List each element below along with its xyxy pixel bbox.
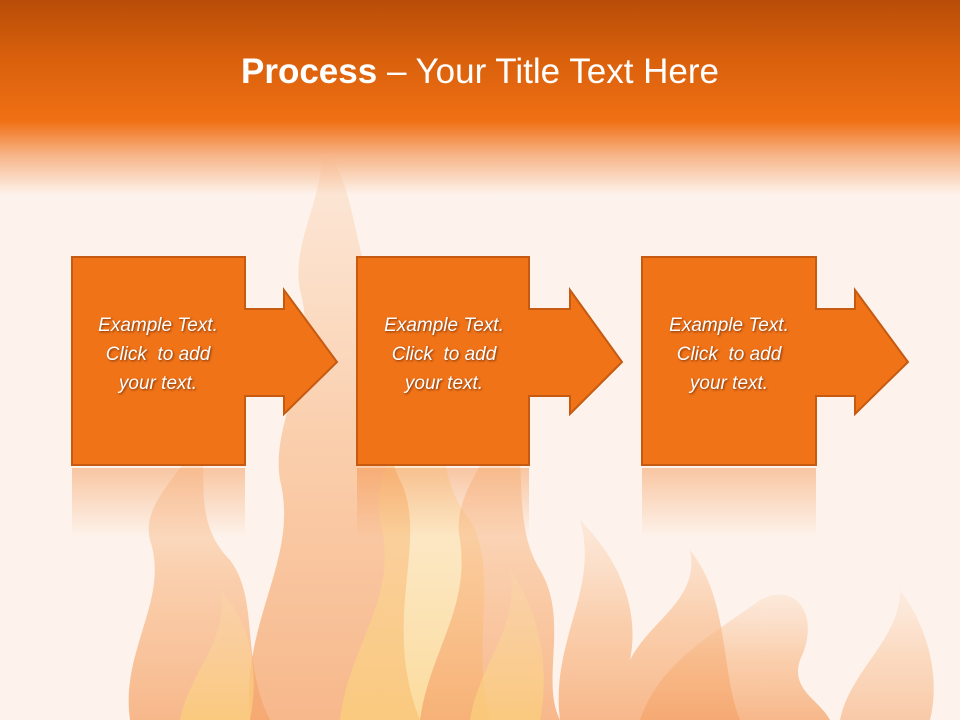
process-step-2[interactable] <box>356 256 624 466</box>
step-2-line-3: your text. <box>404 373 484 394</box>
step-1-text[interactable]: Example Text. Click to add your text. <box>72 311 244 398</box>
slide-title: Process – Your Title Text Here <box>0 52 960 92</box>
step-2-reflection <box>357 468 529 538</box>
process-step-1[interactable] <box>71 256 339 466</box>
step-1-line-1: Example Text. <box>98 315 218 336</box>
title-rest: – Your Title Text Here <box>377 52 719 91</box>
step-2-line-2: Click to add <box>391 344 497 365</box>
right-arrow-icon <box>356 256 624 466</box>
step-3-reflection <box>642 468 816 538</box>
title-bold: Process <box>241 52 378 91</box>
header-band <box>0 0 960 195</box>
step-1-line-3: your text. <box>118 373 198 394</box>
step-3-text[interactable]: Example Text. Click to add your text. <box>643 311 815 398</box>
step-1-reflection <box>72 468 245 538</box>
right-arrow-icon <box>71 256 339 466</box>
step-3-line-2: Click to add <box>676 344 782 365</box>
step-2-text[interactable]: Example Text. Click to add your text. <box>358 311 530 398</box>
step-3-line-3: your text. <box>689 373 769 394</box>
step-1-line-2: Click to add <box>105 344 211 365</box>
step-3-line-1: Example Text. <box>669 315 789 336</box>
right-arrow-icon <box>641 256 910 466</box>
process-step-3[interactable] <box>641 256 910 466</box>
step-2-line-1: Example Text. <box>384 315 504 336</box>
